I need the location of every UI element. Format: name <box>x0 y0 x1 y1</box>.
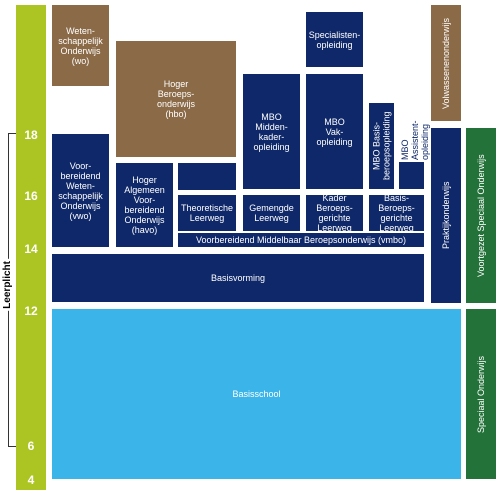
leerplicht-bracket-bottom <box>8 446 16 447</box>
mbo-assistent-label: MBO Assistent- opleiding <box>400 120 430 160</box>
specialisten-block: Specialisten- opleiding <box>306 12 363 67</box>
vmbo-block: Voorbereidend Middelbaar Beroepsonderwij… <box>178 233 424 247</box>
theoretische-leerweg-block: Theoretische Leerweg <box>178 195 236 231</box>
age-label-4: 4 <box>27 473 35 487</box>
age-label-16: 16 <box>24 189 38 203</box>
age-label-12: 12 <box>24 304 38 318</box>
theoretische-block <box>178 163 236 190</box>
basisvorming-block: Basisvorming <box>52 254 424 302</box>
voortgezet-speciaal-block: Voortgezet Speciaal Onderwijs <box>466 128 496 303</box>
age-label-6: 6 <box>27 439 35 453</box>
mbo-vak-block: MBO Vak- opleiding <box>306 74 363 189</box>
hbo-block: Hoger Beroeps- onderwijs (hbo) <box>116 41 236 157</box>
speciaal-onderwijs-block: Speciaal Onderwijs <box>466 309 496 479</box>
havo-block: Hoger Algemeen Voor- bereidend Onderwijs… <box>116 163 173 247</box>
basisschool-block: Basisschool <box>52 309 461 479</box>
kader-leerweg-block: Kader Beroeps- gerichte Leerweg <box>306 193 363 233</box>
mbo-assistent-block <box>399 162 424 189</box>
leerplicht-bracket-top <box>8 133 16 134</box>
vwo-block: Voor- bereidend Weten- schappelijk Onder… <box>52 134 109 247</box>
mbo-basis-block: MBO Basis- beroepsopleiding <box>369 103 394 189</box>
age-label-14: 14 <box>24 242 38 256</box>
age-label-18: 18 <box>24 128 38 142</box>
basis-leerweg-block: Basis- Beroeps- gerichte Leerweg <box>369 193 424 233</box>
wo-block: Weten- schappelijk Onderwijs (wo) <box>52 5 109 86</box>
leerplicht-label: Leerplicht <box>2 259 13 311</box>
praktijk-block: Praktijkonderwijs <box>431 128 461 303</box>
gemengde-leerweg-block: Gemengde Leerweg <box>243 195 300 231</box>
volwassenen-block: Volwassenenonderwijs <box>431 5 461 121</box>
age-axis-bar <box>16 5 46 490</box>
mbo-middenkader-block: MBO Midden- kader- opleiding <box>243 74 300 189</box>
